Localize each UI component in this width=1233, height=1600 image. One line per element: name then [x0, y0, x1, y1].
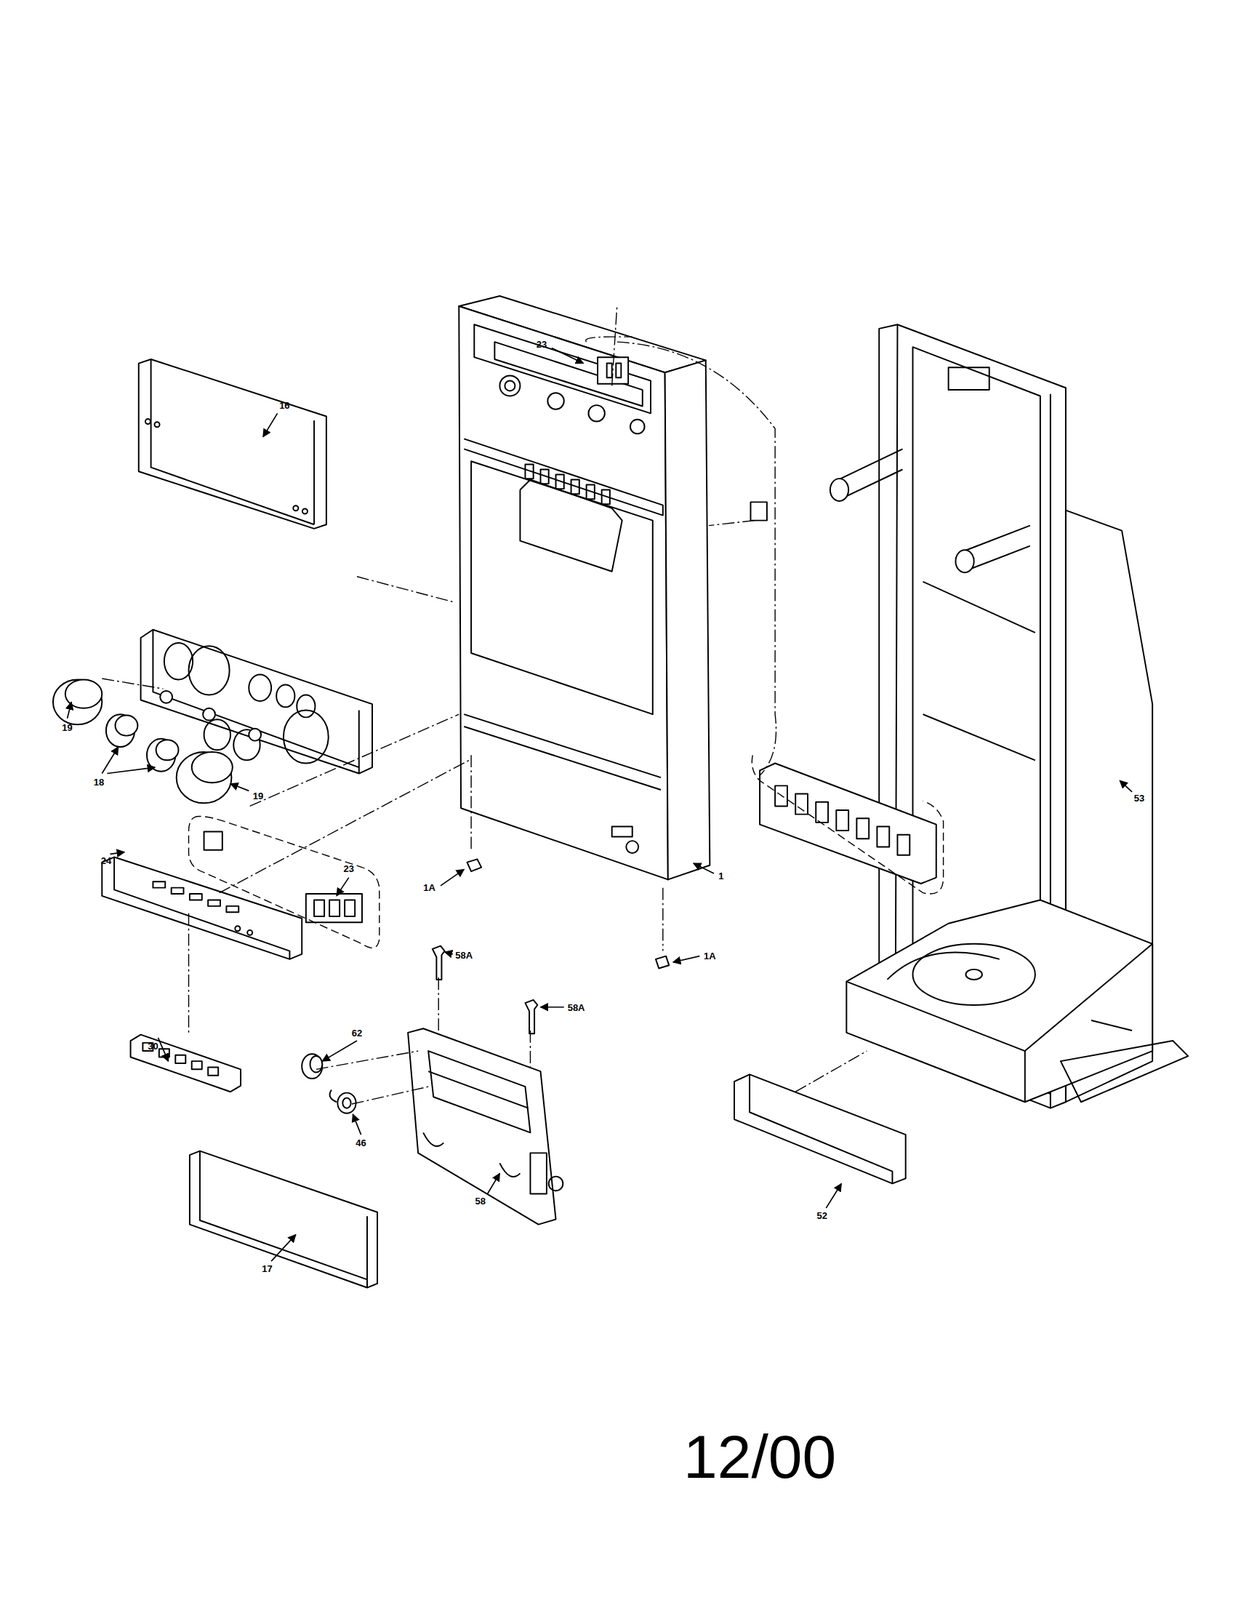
callout-number: 17: [261, 1262, 272, 1273]
callout-number: 19: [61, 722, 72, 733]
callout-number: 18: [93, 776, 104, 786]
callout-number: 24: [101, 854, 112, 865]
callout-number: 23: [536, 338, 547, 349]
knobs: [53, 679, 261, 803]
rear-cabinet: [830, 324, 1153, 1108]
callout-number: 1: [718, 870, 724, 880]
clip: [432, 945, 538, 1034]
callout-number: 1A: [423, 882, 436, 893]
callout-number: 58: [474, 1195, 485, 1206]
callout-number: 23: [343, 862, 355, 873]
callout-number: 1A: [703, 950, 717, 961]
date-code: 12/00: [683, 1425, 837, 1487]
control-bar: [101, 857, 302, 959]
switch-strip: [759, 762, 937, 884]
main-housing: [458, 295, 710, 879]
callout-number: 30: [147, 1040, 158, 1050]
callout-number: 52: [816, 1209, 827, 1220]
callout-number: 58A: [455, 950, 473, 960]
button-strip: [130, 1034, 242, 1092]
cassette-door: [189, 1150, 378, 1288]
callout-number: 46: [355, 1137, 366, 1148]
cd-panel: [734, 1073, 906, 1183]
callout-number: 62: [351, 1027, 363, 1037]
callout-number: 53: [1134, 792, 1145, 802]
foot: [466, 858, 669, 968]
callout-number: 19: [252, 790, 264, 801]
gear: [301, 1053, 356, 1113]
callout-number: 58A: [567, 1001, 586, 1012]
switch: [597, 356, 767, 520]
cd-mechanism: [846, 899, 1188, 1102]
cassette-mechanism: [407, 1027, 563, 1224]
callout-number: 16: [279, 399, 290, 410]
knob-panel: [141, 629, 373, 774]
display-panel: [138, 359, 327, 529]
